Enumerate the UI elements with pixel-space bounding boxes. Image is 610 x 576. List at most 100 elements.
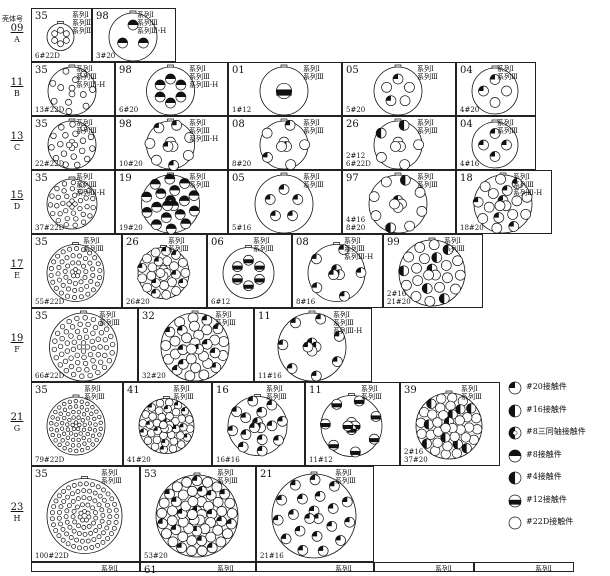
contact-pin	[438, 410, 449, 421]
contact-pin	[66, 485, 72, 491]
contact-pin	[421, 438, 432, 449]
contact-pin	[169, 335, 181, 347]
contact-pin	[65, 108, 73, 115]
arrangement-code: 35	[35, 11, 48, 22]
contact-pin	[171, 481, 183, 493]
contact-pin	[81, 354, 87, 361]
contact-pin	[198, 369, 210, 381]
contact-pin	[76, 260, 82, 266]
series-list: 系列Ⅰ	[335, 565, 352, 573]
contact-pin	[171, 119, 182, 131]
contact-pin	[82, 441, 87, 446]
arrangement-face	[46, 176, 98, 230]
contact-pin	[412, 275, 424, 286]
arrangement-face	[138, 396, 195, 454]
legend-symbol-icon	[508, 494, 522, 507]
contact-pin	[67, 417, 72, 423]
legend-symbol-icon	[508, 426, 522, 440]
contact-count: 26#20	[126, 298, 150, 306]
contact-pin	[451, 448, 462, 459]
contact-pin	[68, 363, 75, 370]
contact-pin	[147, 262, 158, 273]
arrangement-code: 35	[35, 173, 48, 184]
contact-pin	[81, 525, 87, 530]
contact-pin	[266, 399, 278, 411]
arrangement-code: 41	[127, 385, 140, 396]
contact-pin	[328, 439, 339, 451]
contact-pin	[95, 352, 101, 358]
contact-pin	[68, 84, 76, 92]
contact-pin	[68, 90, 76, 98]
contact-pin	[155, 399, 165, 408]
arrangement-code: 21	[260, 469, 273, 480]
contact-pin	[145, 420, 154, 429]
legend-label: #12接触件	[526, 494, 567, 504]
contact-pin	[419, 253, 430, 265]
contact-pin	[59, 351, 65, 357]
contact-pin	[466, 403, 477, 414]
contact-pin	[64, 340, 70, 346]
contact-pin	[72, 519, 78, 525]
shell-number: 21	[10, 412, 24, 423]
series-list: 系列Ⅰ 系列Ⅲ	[303, 65, 324, 81]
contact-pin	[77, 321, 83, 327]
arrangement-code: 01	[232, 65, 245, 76]
contact-pin	[62, 132, 69, 139]
contact-pin	[78, 188, 84, 194]
contact-pin	[287, 210, 298, 222]
contact-count: 55#22D	[35, 298, 65, 306]
contact-pin	[398, 265, 410, 277]
contact-count: 2#16 21#20	[387, 290, 411, 306]
contact-pin	[304, 513, 315, 524]
shell-number: 15	[10, 190, 24, 201]
contact-pin	[436, 393, 447, 404]
contact-count: 6#20	[119, 106, 139, 114]
contact-pin	[57, 509, 62, 515]
contact-pin	[58, 411, 63, 416]
contact-pin	[209, 347, 221, 359]
contact-pin	[171, 286, 181, 296]
contact-pin	[495, 173, 506, 185]
shell-number: 13	[10, 131, 24, 142]
contact-pin	[81, 427, 87, 432]
contact-pin	[226, 508, 238, 519]
contact-count: 3#20	[96, 52, 116, 60]
series-list: 系列Ⅰ	[435, 565, 452, 573]
arrangement-code: 26	[346, 119, 359, 130]
contact-pin	[87, 426, 93, 432]
arrangement-face	[49, 310, 118, 382]
contact-pin	[222, 528, 233, 540]
contact-pin	[84, 155, 91, 163]
contact-pin	[76, 334, 83, 341]
contact-pin	[173, 401, 183, 410]
arrangement-code: 98	[96, 11, 109, 22]
contact-pin	[73, 420, 79, 425]
contact-pin	[59, 259, 65, 265]
series-list: 系列Ⅰ 系列Ⅲ	[303, 173, 324, 189]
arrangement-face	[137, 245, 191, 300]
contact-pin	[61, 431, 67, 436]
contact-pin	[411, 262, 422, 274]
contact-pin	[297, 493, 308, 505]
contact-pin	[158, 497, 170, 509]
contact-pin	[290, 317, 301, 329]
contact-pin	[186, 535, 198, 546]
contact-pin	[64, 348, 70, 354]
contact-pin	[62, 37, 70, 44]
contact-pin	[79, 399, 84, 404]
arrangement-face	[32, 563, 141, 573]
contact-pin	[76, 415, 81, 420]
contact-pin	[70, 179, 76, 186]
contact-pin	[326, 520, 338, 532]
contact-pin	[68, 405, 73, 410]
contact-pin	[78, 279, 84, 285]
contact-pin	[177, 531, 189, 543]
arrangement-face	[471, 65, 519, 115]
contact-pin	[90, 287, 96, 293]
